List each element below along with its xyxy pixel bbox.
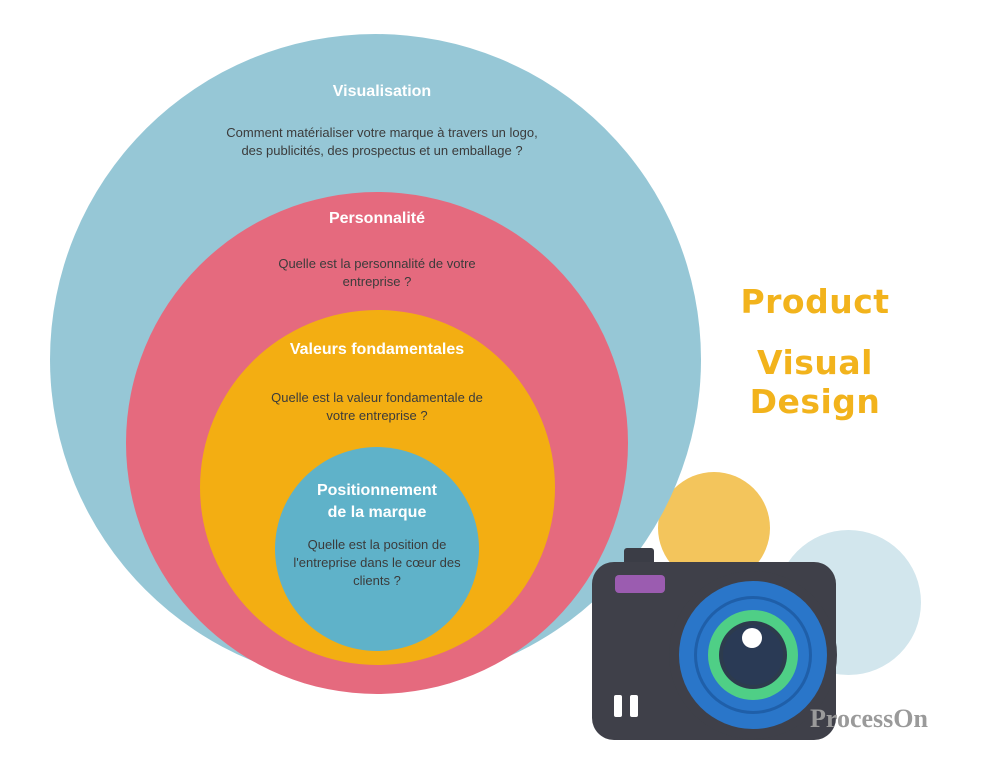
headline-visual-design: Visual Design [749,343,881,421]
layer-title-personnalite: Personnalité [328,210,426,227]
circle-positionnement [275,447,479,651]
desc-line: des publicités, des prospectus et un emb… [241,143,523,158]
layer-title-valeurs: Valeurs fondamentales [289,341,465,358]
desc-line: Quelle est la position de [307,537,447,552]
camera-icon [592,548,837,740]
desc-line: Quelle est la valeur fondamentale de [271,390,483,405]
desc-line: l'entreprise dans le cœur des [293,555,461,570]
headline-product: Product [740,282,890,321]
title-line: de la marque [327,504,427,521]
desc-line: Quelle est la personnalité de votre [278,256,476,271]
watermark-processon: ProcessOn [810,704,928,733]
desc-line: clients ? [353,573,401,588]
layer-desc-positionnement: Quelle est la position de l'entreprise d… [277,536,477,590]
layer-desc-personnalite: Quelle est la personnalité de votre entr… [227,255,527,291]
layer-desc-visualisation: Comment matérialiser votre marque à trav… [182,124,582,160]
desc-line: entreprise ? [342,274,412,289]
layer-desc-valeurs: Quelle est la valeur fondamentale de vot… [227,389,527,425]
desc-line: Comment matérialiser votre marque à trav… [226,125,538,140]
layer-title-visualisation: Visualisation [332,83,432,100]
title-line: Positionnement [316,482,437,499]
desc-line: votre entreprise ? [326,408,428,423]
layer-title-positionnement: Positionnement de la marque [277,480,477,524]
